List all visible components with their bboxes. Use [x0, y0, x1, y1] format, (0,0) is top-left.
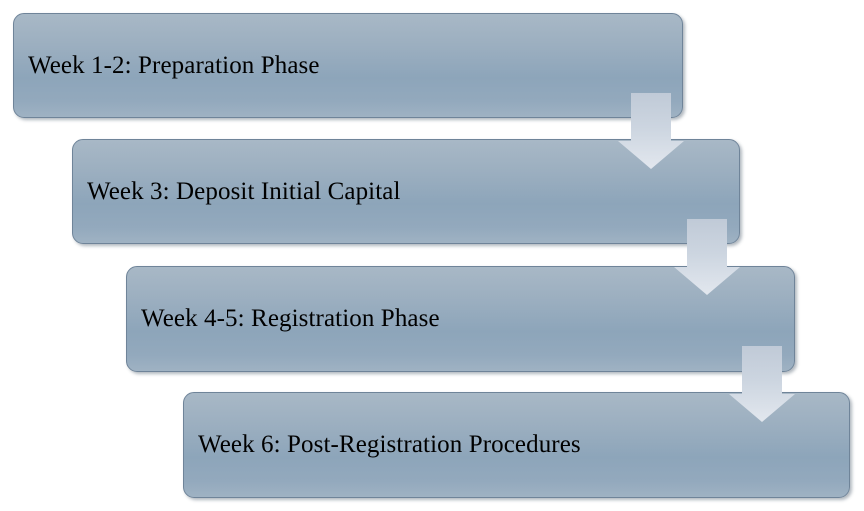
process-step-label: Week 6: Post-Registration Procedures — [198, 431, 581, 459]
process-step-week-3[interactable]: Week 3: Deposit Initial Capital — [72, 139, 740, 244]
down-arrow-icon — [618, 93, 684, 169]
process-step-label: Week 4-5: Registration Phase — [141, 305, 440, 333]
process-step-week-4-5[interactable]: Week 4-5: Registration Phase — [126, 266, 795, 372]
process-step-label: Week 3: Deposit Initial Capital — [87, 177, 401, 205]
down-arrow-icon — [729, 346, 795, 422]
process-step-week-6[interactable]: Week 6: Post-Registration Procedures — [183, 392, 850, 498]
down-arrow-icon — [674, 219, 740, 295]
process-step-week-1-2[interactable]: Week 1-2: Preparation Phase — [13, 13, 683, 118]
process-step-label: Week 1-2: Preparation Phase — [28, 51, 320, 79]
